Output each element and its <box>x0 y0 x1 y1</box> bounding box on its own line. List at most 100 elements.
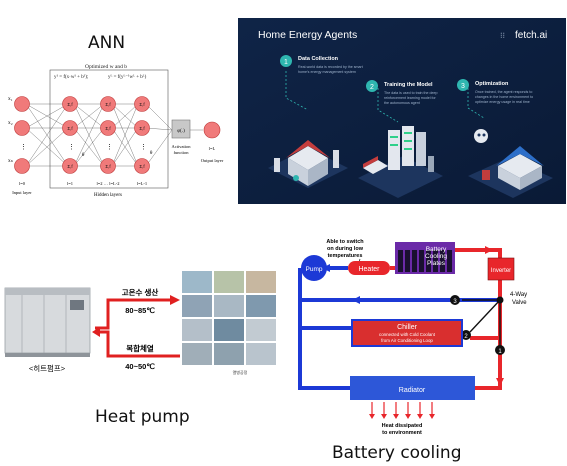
theta-label: θ <box>82 153 85 158</box>
step-3-desc: changes in the home environment to <box>475 95 533 99</box>
step-1-desc: home's energy management system <box>298 70 356 74</box>
route-2-badge <box>461 330 471 340</box>
step-2-number: 2 <box>370 84 374 91</box>
high-temp-label: 고온수 생산 <box>122 287 159 297</box>
node-label: Σ,f <box>67 102 73 107</box>
heat-flow-arrows <box>92 295 180 358</box>
route-1-badge <box>495 345 505 355</box>
step-3-title: Optimization <box>475 81 509 87</box>
energy-agents-panel: Home Energy Agents fetch.ai ⁝⁝ 1 Data Co… <box>238 18 566 204</box>
step-1-number: 1 <box>284 59 288 66</box>
node-label: Σ,f <box>105 164 111 169</box>
battery-cooling-diagram: Able to switch on during low temperature… <box>298 239 527 436</box>
step-2-desc: The data is used to train the deep <box>384 91 438 95</box>
pipe-arrow <box>485 246 493 254</box>
hidden-layers-label: Hidden layers <box>94 193 122 198</box>
plates-label: Plates <box>427 260 446 267</box>
step-3-badge <box>457 79 469 91</box>
inverter-label: Inverter <box>491 268 511 274</box>
inverter <box>487 257 515 281</box>
node-label: Σ,f <box>67 126 73 131</box>
heat-pump-machine-label: <히트펌프> <box>29 363 66 373</box>
radiator <box>350 376 475 400</box>
pump <box>301 255 327 281</box>
step-2-title: Training the Model <box>384 82 433 88</box>
plates-label: Battery <box>426 246 447 253</box>
activation-box <box>171 119 191 139</box>
agents-title: Home Energy Agents <box>258 29 357 41</box>
input-node-2 <box>14 120 30 136</box>
phi-label: φ(.) <box>177 129 185 134</box>
hidden1-node-n <box>62 158 78 174</box>
output-node <box>203 121 221 139</box>
switch-note: on during low <box>327 246 364 252</box>
hidden-layer-box <box>49 69 169 189</box>
heat-dissipation-arrows <box>371 402 433 416</box>
route-2-number: 2 <box>464 334 468 340</box>
fetch-ai-icon: ⁝⁝ <box>500 31 505 40</box>
step-3-number: 3 <box>461 83 465 90</box>
hidden2-node-n <box>100 158 116 174</box>
layer-1: l=1 <box>67 181 73 186</box>
equation-right: yᴸ = f(yᴸ⁻¹wᴸ + bᴸ) <box>108 74 147 80</box>
valve-label: 4-Way <box>510 292 527 298</box>
hidden-ellipsis: ⋮ <box>68 144 75 151</box>
radiator-label: Radiator <box>399 387 426 394</box>
hidden1-node-1 <box>62 96 78 112</box>
step-1-desc: Real-world data is recorded by the smart <box>298 65 363 69</box>
heat-note: Heat dissipated <box>382 423 423 429</box>
house-illustration-3 <box>468 129 553 198</box>
step-3-desc: Once trained, the agent responds to <box>475 90 532 94</box>
input-ellipsis: ⋮ <box>20 144 27 151</box>
plates-label: Cooling <box>425 253 447 260</box>
composite-value: 40~50℃ <box>125 362 155 371</box>
activation-label: Activation <box>172 144 192 149</box>
battery-cooling-plates <box>395 242 455 274</box>
heat-note: to environment <box>382 430 422 436</box>
step-3-desc: optimize energy usage in real time <box>475 100 530 104</box>
heater <box>348 261 390 275</box>
ann-diagram: Optimized w and b y¹ = f(x·w¹ + b¹); yᴸ … <box>8 64 224 198</box>
hidden-ellipsis: ⋮ <box>140 144 147 151</box>
pipe-arrow <box>352 296 360 304</box>
heat-pump-machine <box>4 287 91 357</box>
chiller-label: Chiller <box>397 324 418 331</box>
layer-0: l=0 <box>19 181 26 186</box>
hidden1-node-2 <box>62 120 78 136</box>
chiller-outline <box>351 319 463 347</box>
x2-label: x₂ <box>8 120 13 126</box>
hidden2-node-2 <box>100 120 116 136</box>
input-node-1 <box>14 96 30 112</box>
input-layer-label: Input layer <box>12 190 32 195</box>
chiller-sub: from Air Conditioning Loop <box>381 338 433 343</box>
pump-label: Pump <box>306 266 323 273</box>
hidden3-node-n <box>134 158 150 174</box>
step-1: 1 Data Collection Real-world data is rec… <box>280 55 363 74</box>
hidden-ellipsis: ⋮ <box>106 144 113 151</box>
valve-routes <box>462 299 501 346</box>
composite-label: 복합체열 <box>126 343 154 353</box>
layer-L: l=L <box>209 146 216 151</box>
heater-label: Heater <box>358 266 380 273</box>
fetch-ai-logo: fetch.ai <box>515 30 547 41</box>
step-connectors <box>285 71 485 123</box>
step-3: 3 Optimization Once trained, the agent r… <box>457 79 533 104</box>
pipe-arrow <box>496 378 504 386</box>
node-label: Σ,f <box>105 126 111 131</box>
house-illustration-1 <box>268 140 348 188</box>
valve-label: Valve <box>512 300 527 306</box>
chiller <box>352 320 462 346</box>
step-2-desc: reinforcement learning model for <box>384 96 437 100</box>
high-temp-value: 80~85℃ <box>125 306 155 315</box>
route-3-number: 3 <box>453 299 457 305</box>
ann-title: ANN <box>88 33 126 53</box>
hidden3-node-2 <box>134 120 150 136</box>
optimized-label: Optimized w and b <box>85 64 127 70</box>
route-1-number: 1 <box>498 349 502 355</box>
activation-label: function <box>174 150 190 155</box>
xn-label: xₙ <box>8 158 14 164</box>
robot-icon <box>474 129 488 143</box>
layer-mid: l=2 … l=L-2 <box>96 181 119 186</box>
step-1-title: Data Collection <box>298 56 339 62</box>
hidden3-node-1 <box>134 96 150 112</box>
